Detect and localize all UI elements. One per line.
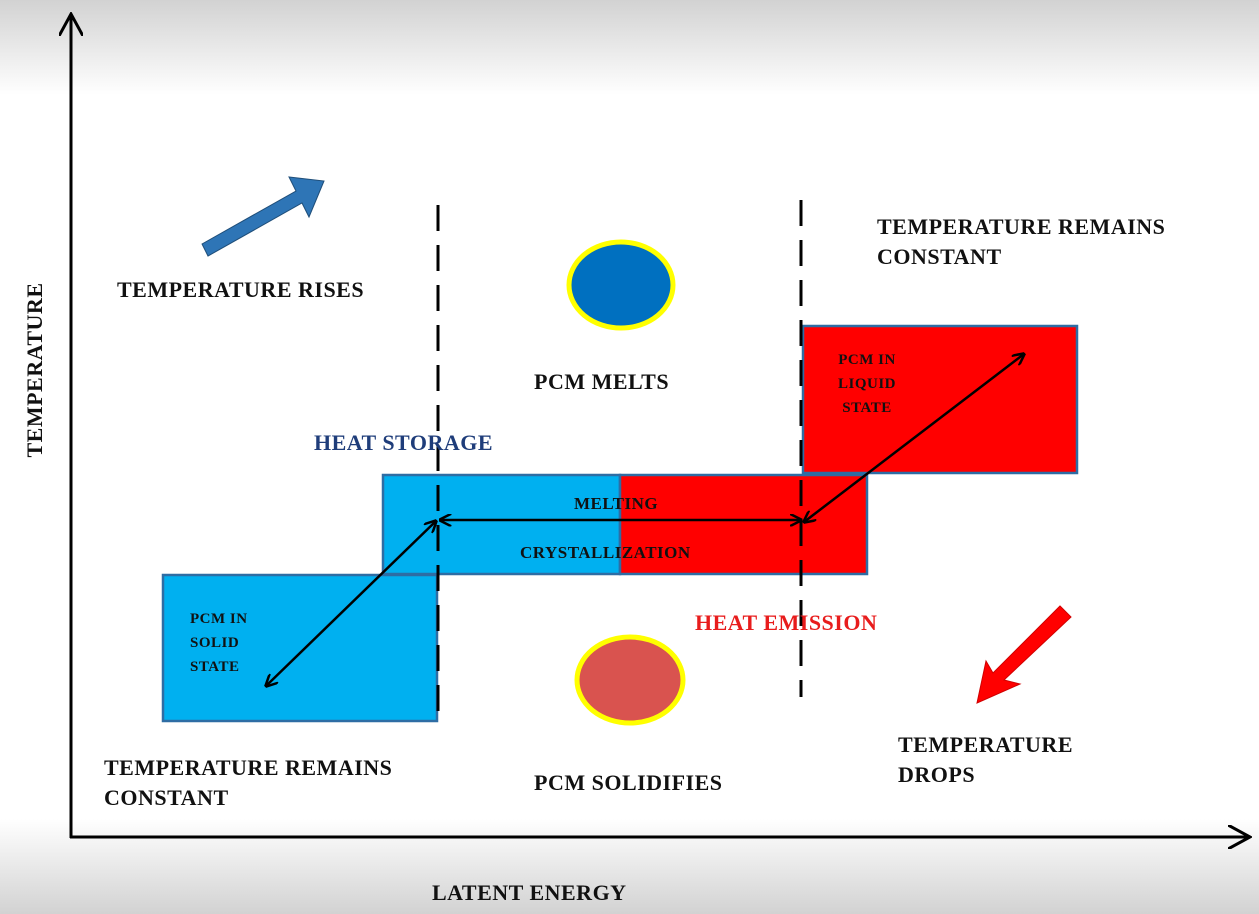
temperature-drops-arrow-icon [976,605,1072,704]
liquid-diagonal-arrow [804,354,1024,522]
temperature-remains-constant-bottom-label: TEMPERATURE REMAINS CONSTANT [104,755,393,810]
top-shade [0,0,1259,95]
temperature-rises-label: TEMPERATURE RISES [117,277,365,302]
x-axis-label: LATENT ENERGY [432,880,627,905]
heat-storage-label: HEAT STORAGE [314,430,494,455]
y-axis-label: TEMPERATURE [22,282,47,458]
heat-emission-label: HEAT EMISSION [695,610,878,635]
temperature-drops-label: TEMPERATURE DROPS [898,732,1073,787]
pcm-melts-circle-icon [566,239,676,331]
temperature-rises-arrow-icon [201,176,325,257]
pcm-solid-state-label: PCM IN SOLID STATE [190,611,248,675]
temperature-remains-constant-top-label: TEMPERATURE REMAINS CONSTANT [877,214,1166,269]
solid-diagonal-arrow [266,521,436,686]
crystallization-label: CRYSTALLIZATION [520,543,691,562]
melting-label: MELTING [574,494,659,513]
bottom-shade [0,819,1259,914]
pcm-solidifies-circle-icon [574,634,686,726]
pcm-liquid-state-label: PCM IN LIQUID STATE [838,352,897,416]
pcm-solidifies-label: PCM SOLIDIFIES [534,770,723,795]
pcm-melts-label: PCM MELTS [534,369,670,394]
